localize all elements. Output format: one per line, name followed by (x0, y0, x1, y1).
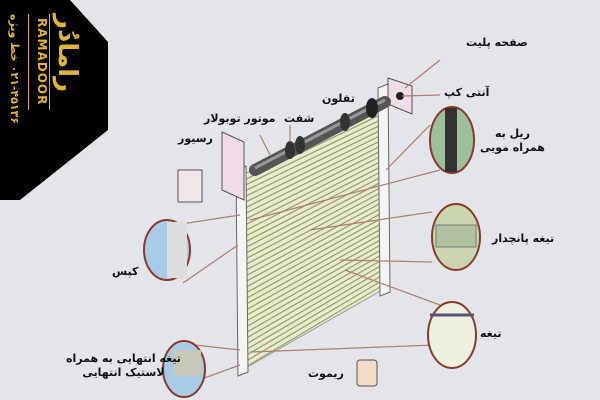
phone-value: ۰۲۱-۴۵۱۳۶ (8, 65, 21, 124)
slat-line (243, 171, 381, 244)
label-end-slat-line2: لاستیک انتهایی (82, 366, 165, 379)
label-tubular-motor: موتور توبولار (204, 112, 276, 125)
slat-line (243, 161, 381, 232)
slat-line (243, 197, 381, 272)
callout-window-slat (431, 203, 481, 271)
label-rail-line2: همراه مویی (480, 141, 545, 154)
slat-line (243, 229, 381, 306)
callout-box (143, 219, 191, 281)
slat-line (243, 130, 381, 198)
slat-line (243, 135, 381, 204)
slat-line (243, 176, 381, 249)
label-teflon: تفلون (322, 92, 355, 105)
label-anti-cap: آنتی کپ (444, 86, 490, 99)
slat-line (243, 281, 381, 363)
slat-line (243, 244, 381, 323)
slat-line (243, 208, 381, 284)
slat-line (243, 182, 381, 255)
slat-line (243, 265, 381, 346)
receiver-box (177, 169, 203, 203)
slat-line (243, 249, 381, 329)
slat-line (243, 286, 381, 369)
slat-line (243, 270, 381, 352)
slat-line (243, 276, 381, 358)
slat-line (243, 124, 381, 192)
callout-slat (427, 301, 477, 369)
remote-control (356, 359, 378, 387)
anti-cap (396, 92, 404, 100)
brand-latin: RAMADOOR (28, 14, 50, 110)
leader-lines (174, 59, 441, 386)
label-receiver: رسیور (178, 132, 213, 145)
callout-end-slat (162, 340, 206, 398)
right-guide-rail (377, 83, 391, 297)
slat-line (243, 218, 381, 295)
slat-line (243, 234, 381, 312)
label-window-slat: تیغه پانچدار (492, 232, 555, 245)
phone-number: ۰۲۱-۴۵۱۳۶ خط ویژه (8, 14, 21, 124)
brand-persian: رامادُر (52, 14, 82, 93)
slat-line (243, 239, 381, 318)
label-end-slat-line1: تیغه انتهایی به همراه (66, 352, 181, 365)
label-box: کپس (112, 265, 139, 278)
slat-line (243, 203, 381, 278)
ramadoor-logo: ۰۲۱-۴۵۱۳۶ خط ویژه RAMADOOR رامادُر (0, 0, 110, 200)
slat-line (243, 119, 381, 187)
slat-line (243, 187, 381, 261)
slat-line (243, 140, 381, 210)
slat-line (243, 150, 381, 221)
slat-line (243, 145, 381, 215)
slat-line (243, 223, 381, 301)
label-slat: تیغه (480, 327, 502, 340)
label-rail-line1: ریل به (494, 127, 530, 140)
left-side-plate (221, 131, 245, 201)
slat-line (243, 255, 381, 335)
slat-line (243, 213, 381, 289)
phone-label: خط ویژه (8, 14, 21, 62)
shutter-curtain (241, 109, 383, 371)
label-remote: ریموت (308, 367, 344, 380)
callout-rail (429, 106, 475, 174)
slat-line (243, 166, 381, 238)
label-shaft: شفت (284, 112, 315, 125)
shaft (249, 96, 391, 176)
slat-line (243, 156, 381, 227)
label-plate: صفحه پلیت (466, 36, 528, 49)
